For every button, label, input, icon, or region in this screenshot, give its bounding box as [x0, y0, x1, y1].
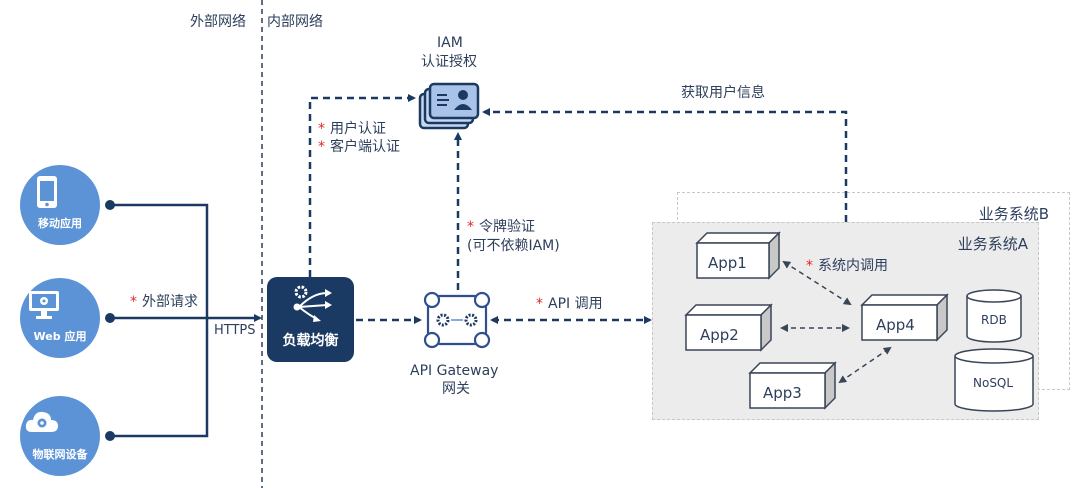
app1-app4-arrow — [782, 260, 852, 306]
internal-call-label: * 系统内调用 — [806, 257, 888, 275]
rdb-cylinder — [966, 289, 1022, 343]
auth-note-user: * 用户认证 — [318, 120, 386, 138]
token-validation-note: * 令牌验证 — [467, 218, 535, 236]
iam-subtitle: 认证授权 — [421, 54, 477, 70]
client-mobile-app: 移动应用 — [20, 165, 100, 245]
client-dot-mobile — [105, 200, 115, 210]
business-system-b-title: 业务系统B — [978, 205, 1049, 223]
https-label: HTTPS — [214, 323, 256, 338]
required-star-icon: * — [318, 121, 325, 137]
client-mobile-label: 移动应用 — [38, 217, 82, 230]
get-user-info-label: 获取用户信息 — [681, 85, 765, 101]
client-dot-iot — [105, 431, 115, 441]
client-iot-device: 物联网设备 — [20, 396, 100, 476]
business-system-a-title: 业务系统A — [957, 235, 1028, 253]
client-connectors — [110, 203, 262, 438]
internal-call-text: 系统内调用 — [818, 258, 888, 274]
api-call-text: API 调用 — [548, 296, 603, 312]
app3-app4-arrow — [838, 346, 892, 384]
app-box-2 — [684, 303, 773, 352]
nosql-label: NoSQL — [973, 376, 1014, 390]
load-balancer-node: 负载均衡 — [267, 277, 354, 362]
client-web-app: Web 应用 — [20, 278, 100, 358]
external-network-label: 外部网络 — [190, 14, 246, 30]
required-star-icon: * — [536, 296, 543, 312]
internal-network-label: 内部网络 — [267, 14, 323, 30]
auth-note-client-text: 客户端认证 — [330, 139, 400, 155]
token-validation-text: 令牌验证 — [479, 219, 535, 235]
monitor-gear-icon — [29, 291, 59, 319]
gateway-subtitle: 网关 — [442, 381, 470, 397]
token-validation-subnote: (可不依赖IAM) — [467, 238, 560, 254]
app-box-3 — [748, 361, 837, 410]
gateway-icon — [423, 291, 491, 349]
rdb-label: RDB — [981, 313, 1007, 327]
app3-label: App3 — [763, 384, 802, 402]
load-balance-icon — [293, 285, 332, 322]
required-star-icon: * — [318, 139, 325, 155]
required-star-icon: * — [467, 219, 474, 235]
api-call-label: * API 调用 — [536, 295, 603, 313]
external-request-text: 外部请求 — [142, 294, 198, 310]
smartphone-icon — [37, 176, 57, 208]
external-request-label: * 外部请求 — [130, 293, 198, 311]
client-dot-web — [105, 313, 115, 323]
cloud-gear-icon — [25, 411, 58, 432]
iam-title: IAM — [437, 35, 463, 51]
app2-label: App2 — [700, 326, 739, 344]
auth-note-user-text: 用户认证 — [330, 121, 386, 137]
id-card-icon — [418, 82, 480, 130]
app1-label: App1 — [708, 254, 747, 272]
required-star-icon: * — [806, 258, 813, 274]
app-box-4 — [860, 293, 949, 342]
auth-note-client: * 客户端认证 — [318, 138, 400, 156]
client-web-label: Web 应用 — [33, 330, 87, 343]
system-to-iam-arrow — [482, 108, 848, 222]
load-balancer-label: 负载均衡 — [282, 333, 339, 349]
client-iot-label: 物联网设备 — [32, 448, 88, 461]
app-box-1 — [695, 231, 781, 280]
gateway-title: API Gateway — [410, 363, 499, 379]
app4-label: App4 — [876, 316, 915, 334]
nosql-cylinder — [954, 348, 1034, 412]
required-star-icon: * — [130, 294, 137, 310]
